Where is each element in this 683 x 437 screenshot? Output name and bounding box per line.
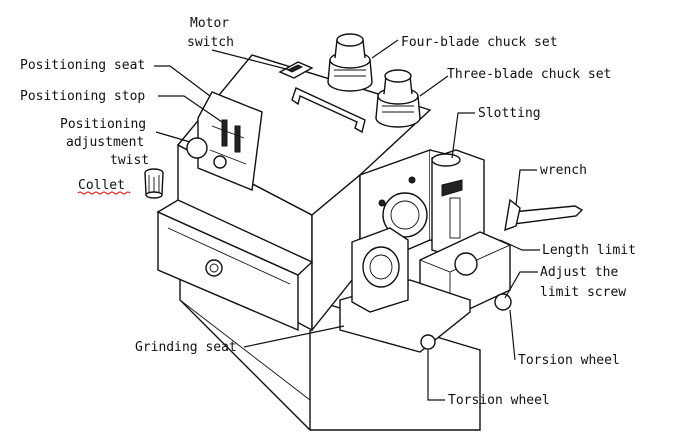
spellcheck-underline <box>77 191 131 195</box>
four-blade-chuck <box>327 33 373 92</box>
label-three-blade-chuck: Three-blade chuck set <box>447 67 611 82</box>
label-length-limit: Length limit <box>542 243 636 258</box>
label-adjust-limit-line2: limit screw <box>540 285 626 300</box>
label-slotting: Slotting <box>478 106 541 121</box>
label-torsion-wheel-bottom: Torsion wheel <box>448 393 550 408</box>
label-positioning-seat: Positioning seat <box>20 58 145 73</box>
label-torsion-wheel-right: Torsion wheel <box>518 353 620 368</box>
label-wrench: wrench <box>540 163 587 178</box>
annotation-labels: Motor switch Four-blade chuck set Three-… <box>20 16 636 408</box>
motor-switch <box>278 61 314 79</box>
three-blade-chuck <box>375 69 421 128</box>
machine-drawing <box>156 33 584 431</box>
leader-lines <box>154 39 540 401</box>
label-adjust-limit-line1: Adjust the <box>540 265 618 280</box>
label-four-blade-chuck: Four-blade chuck set <box>401 35 558 50</box>
label-adjust-twist-line3: twist <box>110 153 149 168</box>
drawer <box>156 199 314 332</box>
label-adjust-twist-line1: Positioning <box>60 117 146 132</box>
label-positioning-stop: Positioning stop <box>20 89 145 104</box>
wrench <box>504 198 584 232</box>
label-motor-switch-line1: Motor <box>190 16 229 31</box>
collet-part <box>144 168 164 199</box>
grinding-seat <box>339 227 472 353</box>
label-adjust-twist-line2: adjustment <box>66 135 144 150</box>
label-collet: Collet <box>78 178 125 193</box>
label-grinding-seat: Grinding seat <box>135 340 237 355</box>
slotting-assembly <box>431 149 485 259</box>
label-motor-switch-line2: switch <box>187 35 234 50</box>
